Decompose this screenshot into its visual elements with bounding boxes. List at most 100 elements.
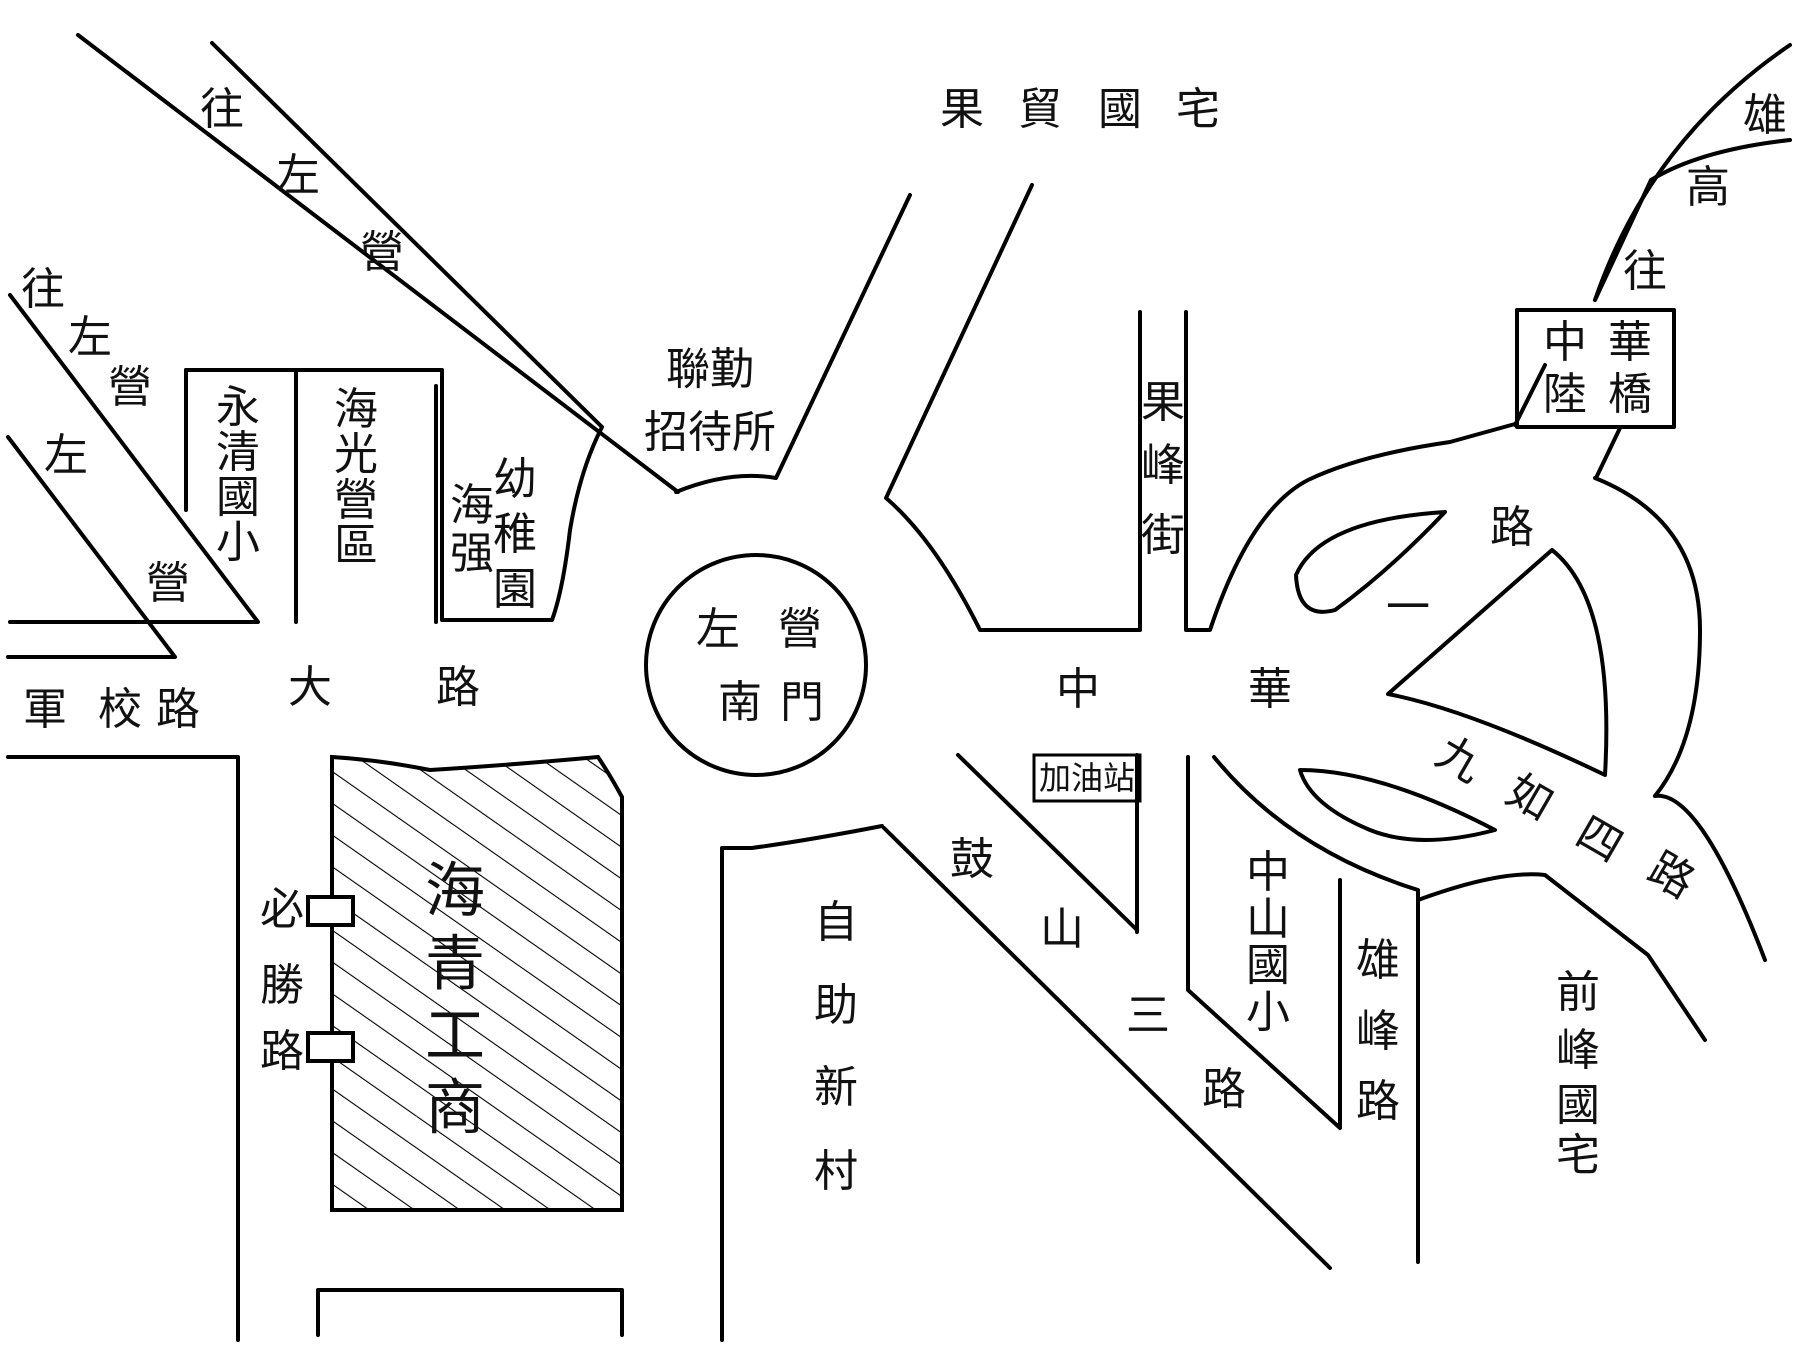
zhonghua-lower-edge <box>956 753 1139 932</box>
label-haiqing-school: 工 <box>425 1002 485 1072</box>
label-junxiao-road: 校 <box>98 684 142 735</box>
label-guomao-housing: 宅 <box>1176 84 1220 135</box>
label-junxiao-road: 路 <box>156 684 200 735</box>
block-lower-right <box>316 1288 624 1337</box>
label-to-kaohsiung: 高 <box>1686 162 1730 213</box>
label-qianfeng-housing: 峰 <box>1556 1025 1600 1076</box>
label-to-zuoying-1: 往 <box>200 84 244 135</box>
label-yongqing-school: 永 <box>216 382 260 433</box>
label-zhonghua-1st: 路 <box>1490 502 1534 553</box>
label-zizhu-village: 村 <box>814 1146 858 1197</box>
label-zizhu-village: 新 <box>814 1062 858 1113</box>
label-jiuru-4th: 四 <box>1567 807 1631 873</box>
label-bisheng-road: 必 <box>260 884 304 935</box>
label-overpass-line2: 橋 <box>1608 369 1652 420</box>
label-haiqing-school: 海 <box>425 857 485 927</box>
label-qianfeng-housing: 國 <box>1556 1080 1600 1131</box>
label-guofeng-street: 街 <box>1141 510 1185 561</box>
label-guomao-housing: 國 <box>1098 84 1142 135</box>
roads-east <box>674 43 1792 1270</box>
label-south-gate-line1: 左 <box>696 604 740 655</box>
label-to-zuoying-1: 左 <box>276 150 320 201</box>
label-lianqin-line2: 招待所 <box>644 407 776 458</box>
label-kindergarten-col2: 强 <box>450 528 494 579</box>
qianfeng-edge <box>1416 872 1707 1205</box>
roundabout-right-outer <box>1593 476 1702 798</box>
label-guomao-housing: 貿 <box>1018 84 1062 135</box>
da-road-lower-left <box>6 755 240 1342</box>
zhonghua-overpass-box <box>1515 308 1676 429</box>
label-xiongfeng-road: 路 <box>1356 1076 1400 1127</box>
label-da-road: 路 <box>436 662 480 713</box>
roundabout-lower-left <box>1212 755 1420 1264</box>
road-labels: 往 左 營 往 左 營 左 營 軍 校 路 大 路 果 峰 街 中 華 一 路 … <box>21 84 1787 1127</box>
label-guofeng-street: 峰 <box>1141 440 1185 491</box>
guofeng-right-edge <box>1184 310 1517 632</box>
roads-west <box>6 33 884 1342</box>
label-zhongshan-school: 國 <box>1246 940 1290 991</box>
gate-bottom <box>306 1031 355 1063</box>
lianqin-road-left-edge <box>674 193 912 494</box>
to-kaohsiung-outer-left <box>1594 426 1622 480</box>
label-qianfeng-housing: 宅 <box>1556 1130 1600 1181</box>
label-overpass-line1: 中 <box>1543 317 1587 368</box>
island-lower-left <box>1298 768 1497 842</box>
gas-station-box <box>1032 753 1142 803</box>
label-kindergarten-col1: 稚 <box>493 509 537 560</box>
label-kindergarten-col2: 海 <box>450 480 494 531</box>
label-to-zuoying-2: 營 <box>108 362 152 413</box>
label-overpass-line2: 陸 <box>1543 369 1587 420</box>
label-zhongshan-school: 小 <box>1246 987 1290 1038</box>
label-south-gate-line1: 營 <box>778 604 822 655</box>
place-labels: 果 貿 國 宅 聯勤 招待所 永 清 國 小 海 光 營 區 幼 稚 園 海 强… <box>216 84 1652 1197</box>
label-zuoying-3: 左 <box>44 430 88 481</box>
label-xiongfeng-road: 雄 <box>1356 935 1400 986</box>
label-to-zuoying-2: 左 <box>68 312 112 363</box>
label-zhonghua-1st: 一 <box>1386 582 1430 633</box>
label-zhongshan-school: 中 <box>1246 847 1290 898</box>
label-guofeng-street: 果 <box>1141 377 1185 428</box>
label-zizhu-village: 自 <box>814 897 858 948</box>
label-zuoying-3: 營 <box>146 558 190 609</box>
label-south-gate-line2: 南 <box>718 677 762 728</box>
label-zizhu-village: 助 <box>814 980 858 1031</box>
label-gushan-3rd: 三 <box>1126 990 1170 1041</box>
label-to-zuoying-1: 營 <box>360 227 404 278</box>
gushan-road-upper-edge <box>882 826 1332 1270</box>
label-gushan-3rd: 鼓 <box>950 834 994 885</box>
label-south-gate-line2: 門 <box>780 677 824 728</box>
label-gushan-3rd: 山 <box>1040 904 1084 955</box>
zizhu-left-edge <box>720 824 884 1342</box>
label-to-kaohsiung: 往 <box>1623 246 1667 297</box>
label-junxiao-road: 軍 <box>23 684 67 735</box>
to-kaohsiung-left <box>1513 363 1547 427</box>
label-haiguang-camp: 海 <box>334 384 378 435</box>
label-zhonghua-road: 華 <box>1248 664 1292 715</box>
label-yongqing-school: 國 <box>216 472 260 523</box>
zuoying-road-outer-edge <box>76 33 680 494</box>
label-da-road: 大 <box>288 662 332 713</box>
label-jiuru-4th: 路 <box>1639 843 1703 909</box>
label-lianqin-line1: 聯勤 <box>666 344 754 395</box>
south-gate-circle <box>644 553 868 777</box>
label-xiongfeng-road: 峰 <box>1356 1006 1400 1057</box>
haiqing-school-block <box>330 754 624 1212</box>
zuoying-road-upper-edge <box>210 41 604 622</box>
label-haiguang-camp: 區 <box>334 520 378 571</box>
label-haiqing-school: 商 <box>425 1074 485 1144</box>
label-gushan-3rd: 路 <box>1202 1064 1246 1115</box>
label-zhonghua-road: 中 <box>1056 664 1100 715</box>
label-kindergarten-col1: 幼 <box>493 454 537 505</box>
label-overpass-line1: 華 <box>1608 317 1652 368</box>
label-kindergarten-col1: 園 <box>493 564 537 615</box>
label-qianfeng-housing: 前 <box>1556 967 1600 1018</box>
label-to-zuoying-2: 往 <box>21 264 65 315</box>
zuoying-road-lower-edge <box>8 293 260 624</box>
label-haiqing-school: 青 <box>425 930 485 1000</box>
label-guomao-housing: 果 <box>940 84 984 135</box>
label-bisheng-road: 路 <box>260 1026 304 1077</box>
label-jiuru-4th: 九 <box>1427 727 1491 793</box>
jiuru-upper-edge <box>1653 793 1767 962</box>
label-bisheng-road: 勝 <box>260 960 304 1011</box>
